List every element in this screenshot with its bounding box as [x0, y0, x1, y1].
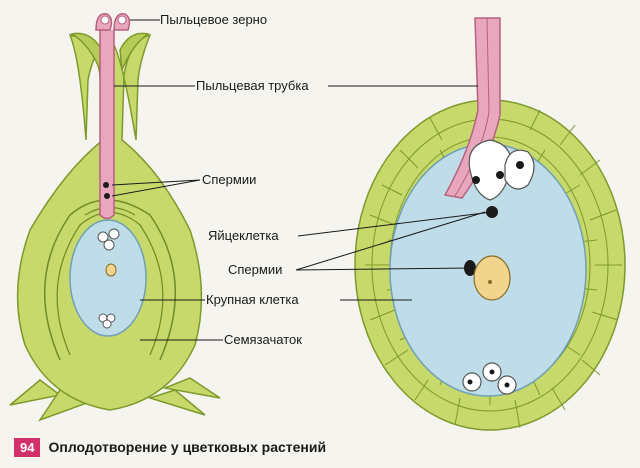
figure-caption: 94 Оплодотворение у цветковых растений — [14, 436, 326, 458]
nucleus-icon — [473, 255, 511, 301]
pistil-figure — [9, 13, 221, 422]
label-sperm-left: Спермии — [202, 172, 256, 187]
fertilization-diagram: Пыльцевое зерно Пыльцевая трубка Спермии… — [9, 12, 626, 431]
label-large-cell: Крупная клетка — [206, 292, 299, 307]
nucleus-icon — [105, 263, 117, 277]
label-sperm-right: Спермии — [228, 262, 282, 277]
label-ovule: Семязачаток — [224, 332, 302, 347]
caption-title: Оплодотворение у цветковых растений — [48, 439, 327, 455]
pollen-tube-left — [99, 30, 115, 220]
leader-lines — [111, 19, 493, 341]
embryo-sac-figure — [354, 17, 626, 431]
label-pollen-tube: Пыльцевая трубка — [196, 78, 309, 93]
embryo-sac — [69, 219, 147, 337]
sperm-dot-icon — [103, 182, 109, 188]
label-pollen-grain: Пыльцевое зерно — [160, 12, 267, 27]
page-number-badge: 94 — [14, 437, 41, 457]
label-egg-cell: Яйцеклетка — [208, 228, 279, 243]
